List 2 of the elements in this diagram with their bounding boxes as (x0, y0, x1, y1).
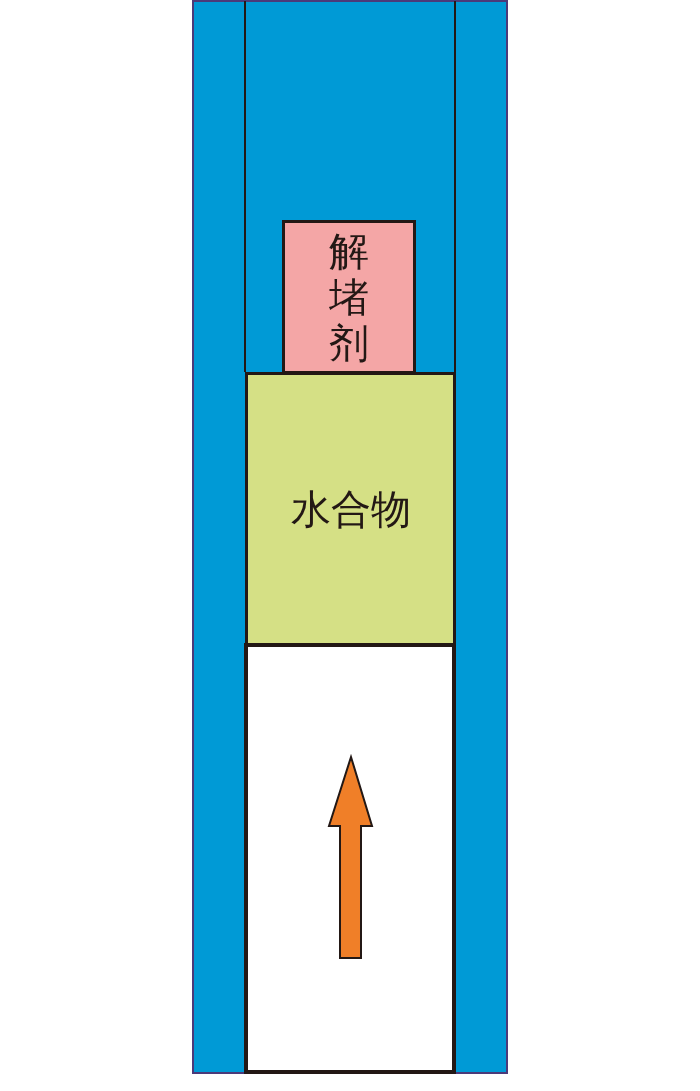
solvent-block: 解堵剂 (282, 220, 416, 374)
plug-block: 水合物 (245, 372, 456, 646)
